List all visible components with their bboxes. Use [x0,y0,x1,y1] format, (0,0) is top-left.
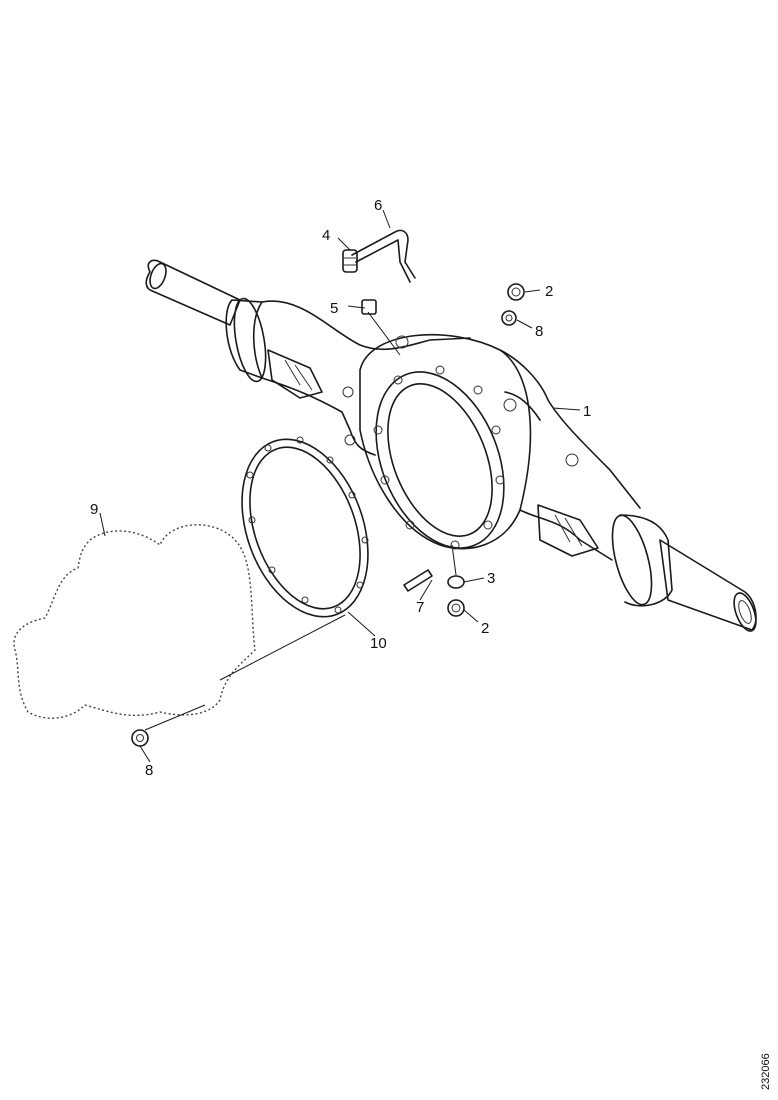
callout-6: 6 [374,197,382,214]
callout-10: 10 [370,635,387,652]
callout-1: 1 [583,403,591,420]
leader-lines [99,209,581,763]
gasket [241,436,369,618]
callout-9: 9 [90,501,98,518]
stud [403,569,433,592]
callout-4: 4 [322,227,330,244]
callout-7: 7 [416,599,424,616]
nut [131,729,149,747]
callout-3: 3 [487,570,495,587]
reference-code: 232066 [760,1053,772,1090]
callout-5: 5 [330,300,338,317]
callout-8-top: 8 [535,323,543,340]
callout-labels: 1 2 8 3 2 7 5 4 6 10 8 9 [90,197,591,779]
axle-housing [145,259,757,632]
differential-carrier-outline [13,524,256,719]
callout-8-bottom: 8 [145,762,153,779]
breather-pipe [351,229,416,283]
drain-plug [447,599,465,617]
filler-plug [507,283,525,301]
callout-2-bottom: 2 [481,620,489,637]
drain-washer [447,575,465,589]
filler-washer [501,310,517,326]
housing-bolt-holes [373,365,505,550]
callout-2-top: 2 [545,283,553,300]
breather-nipple [361,299,377,315]
